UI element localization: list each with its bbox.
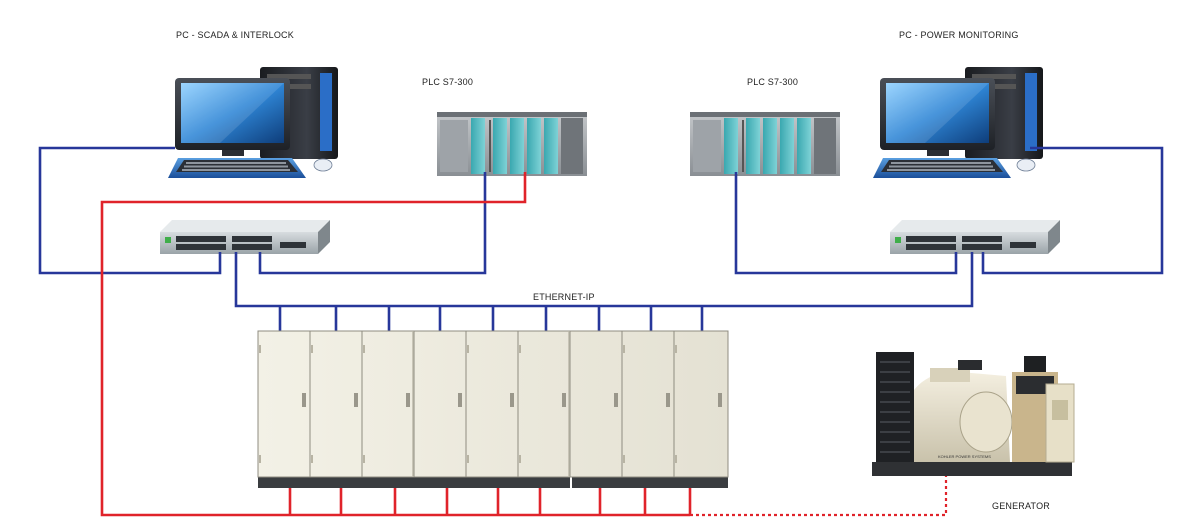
pc-left-icon: [168, 67, 338, 178]
pc-right-icon: [873, 67, 1043, 178]
switch-left-icon: [160, 220, 330, 254]
generator-brand-text: KOHLER POWER SYSTEMS: [938, 454, 991, 459]
pc-left-label: PC - SCADA & INTERLOCK: [176, 30, 294, 40]
pc-right-label: PC - POWER MONITORING: [899, 30, 1019, 40]
plc-left-label: PLC S7-300: [422, 77, 473, 87]
switchgear-cabinets: [257, 330, 729, 488]
network-label: ETHERNET-IP: [533, 292, 595, 302]
ethernet-wiring: [38, 146, 1164, 331]
plc-right-icon: [690, 112, 840, 176]
generator-link: [690, 470, 948, 517]
power-wiring: [100, 172, 692, 517]
generator-icon: KOHLER POWER SYSTEMS: [872, 352, 1075, 476]
plc-right-label: PLC S7-300: [747, 77, 798, 87]
plc-left-icon: [437, 112, 587, 176]
generator-label: GENERATOR: [992, 501, 1050, 511]
switch-right-icon: [890, 220, 1060, 254]
